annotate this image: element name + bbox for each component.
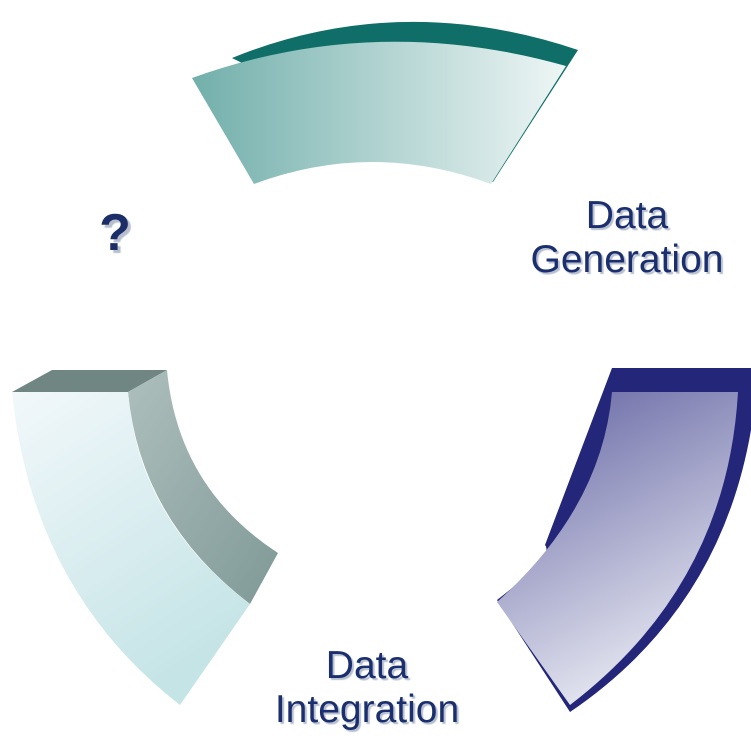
question-mark-label: ? [99, 204, 131, 262]
left-segment-side [128, 370, 278, 604]
top-segment-front [192, 41, 566, 185]
right-segment-front [497, 392, 738, 705]
right-segment [497, 368, 751, 712]
data-integration-label-line1: Data [325, 644, 409, 687]
top-segment [192, 21, 578, 185]
left-segment-front [12, 392, 250, 705]
data-generation-label: Data Generation [512, 194, 742, 281]
data-generation-label-line1: Data [585, 194, 669, 237]
left-segment-top [12, 370, 167, 392]
data-generation-label-line2: Generation [530, 237, 724, 281]
data-integration-label: Data Integration [242, 644, 492, 731]
data-integration-label-line2: Integration [274, 687, 460, 731]
left-segment [12, 370, 278, 705]
